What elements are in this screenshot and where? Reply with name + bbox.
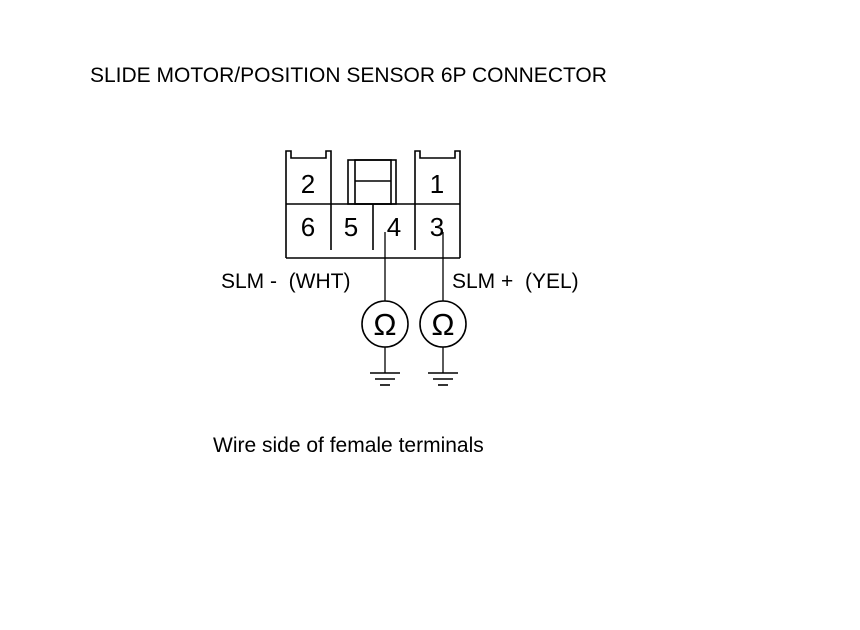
connector-body [285,150,461,259]
ohm-symbol: Ω [373,307,396,342]
wire-label-slm-minus: SLM - (WHT) [221,270,350,293]
pin-labels: 2 1 6 5 4 3 [301,169,444,242]
diagram-caption: Wire side of female terminals [213,434,484,457]
pin-5-label: 5 [344,212,358,242]
pin-4-label: 4 [387,212,401,242]
right-latch-tab [414,150,461,258]
ohm-symbol: Ω [431,307,454,342]
pin-1-label: 1 [430,169,444,199]
ohmmeter-icon: Ω [419,300,467,348]
ohmmeter-icon: Ω [361,300,409,348]
center-lock-inner [354,159,392,205]
probe-wires [384,232,444,373]
pin-6-label: 6 [301,212,315,242]
ground-icon [370,372,400,386]
wire-label-slm-plus: SLM + (YEL) [452,270,579,293]
left-latch-tab [285,150,332,258]
pin-2-label: 2 [301,169,315,199]
pin-3-label: 3 [430,212,444,242]
ground-icon [428,372,458,386]
diagram-title: SLIDE MOTOR/POSITION SENSOR 6P CONNECTOR [90,64,607,87]
